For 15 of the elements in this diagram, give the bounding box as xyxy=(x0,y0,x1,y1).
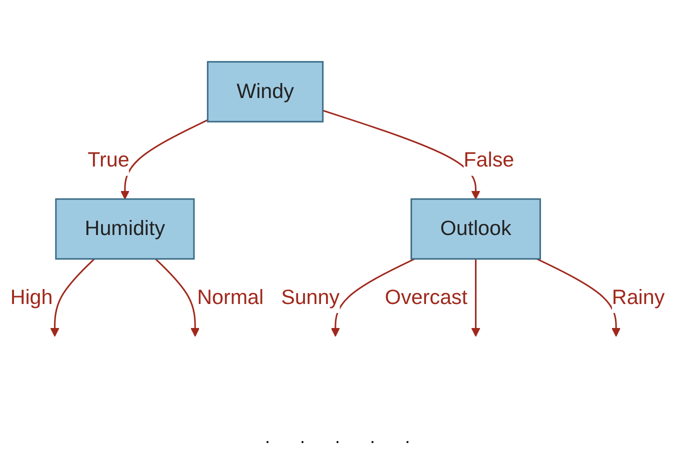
ellipsis-dot: . xyxy=(334,427,340,449)
ellipsis-dot: . xyxy=(300,427,305,449)
arrow xyxy=(120,119,208,200)
arrow xyxy=(50,258,95,337)
attribute-box: Outlook xyxy=(410,198,541,260)
arrow xyxy=(330,258,415,337)
arrow xyxy=(322,110,480,200)
arrow xyxy=(536,258,621,337)
ellipsis-dot: . xyxy=(370,427,376,449)
ellipsis-dot: . xyxy=(405,427,410,449)
arrow xyxy=(471,258,480,337)
ellipsis-dot: . xyxy=(264,427,270,449)
attribute-box: Windy xyxy=(206,61,324,122)
arrow xyxy=(154,258,200,337)
attribute-box: Humidity xyxy=(55,198,195,260)
